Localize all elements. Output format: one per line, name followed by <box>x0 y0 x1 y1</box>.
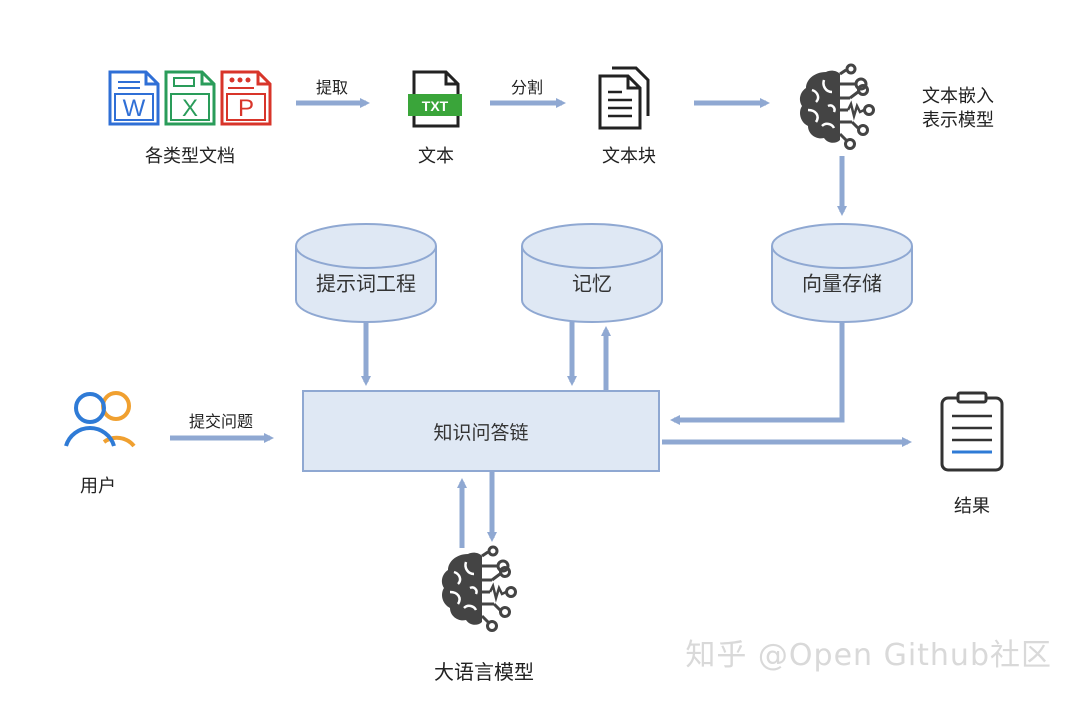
watermark: 知乎 @Open Github社区 <box>685 638 1052 673</box>
chunk-label: 文本块 <box>602 146 656 167</box>
result-clipboard-icon <box>940 391 1004 472</box>
qa-chain-label: 知识问答链 <box>433 421 529 444</box>
memory-store-label: 记忆 <box>572 271 612 296</box>
word-letter: W <box>123 95 146 122</box>
prompt-store-cylinder <box>295 223 437 323</box>
ppt-doc-icon: P <box>220 70 272 126</box>
vector-store-label: 向量存储 <box>802 271 882 296</box>
text-label: 文本 <box>418 146 454 167</box>
embedding-model-brain-icon <box>798 63 875 150</box>
vector-store-cylinder <box>771 223 913 323</box>
ask-label: 提交问题 <box>188 412 254 431</box>
user-icon <box>64 391 136 448</box>
word-doc-icon: W <box>108 70 160 126</box>
result-label: 结果 <box>954 496 990 517</box>
embed-label-line1: 文本嵌入 <box>922 86 994 107</box>
llm-brain-icon <box>440 545 517 632</box>
split-label: 分割 <box>510 78 544 97</box>
embed-label-line2: 表示模型 <box>922 110 994 131</box>
memory-store-cylinder <box>521 223 663 323</box>
user-label: 用户 <box>80 476 116 497</box>
txt-file-icon: TXT <box>408 70 462 128</box>
docs-label: 各类型文档 <box>145 146 235 167</box>
prompt-store-label: 提示词工程 <box>316 271 416 296</box>
llm-label: 大语言模型 <box>434 660 534 684</box>
qa-chain-box: 知识问答链 <box>302 390 660 472</box>
ppt-letter: P <box>238 95 254 122</box>
excel-letter: X <box>182 95 198 122</box>
extract-label: 提取 <box>315 78 349 97</box>
excel-doc-icon: X <box>164 70 216 126</box>
txt-badge: TXT <box>422 98 449 114</box>
text-chunks-icon <box>598 66 650 130</box>
vector-to-chain-arrow <box>670 322 845 425</box>
